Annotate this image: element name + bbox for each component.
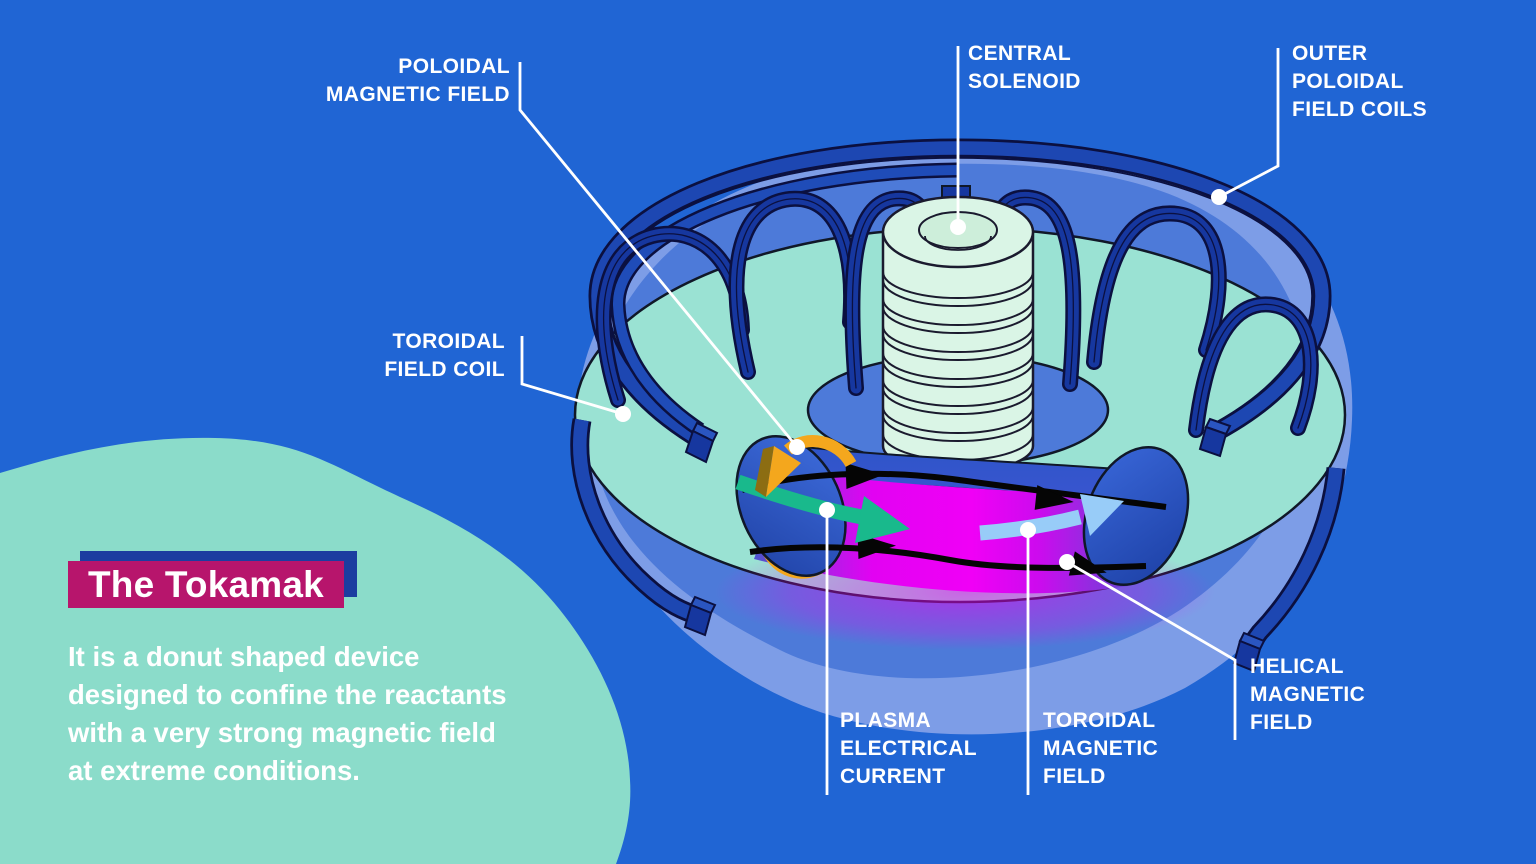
- central-solenoid: [881, 185, 1035, 474]
- label-line: CURRENT: [840, 765, 946, 788]
- description-text: It is a donut shaped device designed to …: [68, 638, 628, 790]
- label-line: TOROIDAL: [1043, 709, 1156, 732]
- label-line: FIELD COILS: [1292, 98, 1428, 121]
- description-line: It is a donut shaped device: [68, 641, 420, 672]
- corner-blob: [0, 437, 631, 864]
- callouts: [518, 46, 1280, 795]
- label-line: CENTRAL: [968, 42, 1072, 65]
- label-line: POLOIDAL: [398, 55, 510, 78]
- label-line: SOLENOID: [968, 70, 1081, 93]
- label-line: PLASMA: [840, 709, 932, 732]
- title-bar: The Tokamak: [68, 561, 344, 608]
- callout-dots: [615, 189, 1227, 570]
- toroidal-field-coil: [1188, 296, 1319, 438]
- label-toroidal-magnetic-field: TOROIDAL MAGNETIC FIELD: [1043, 707, 1158, 791]
- ring-end-caps: [683, 417, 1266, 673]
- label-line: HELICAL: [1250, 655, 1344, 678]
- label-poloidal-magnetic-field: POLOIDAL MAGNETIC FIELD: [300, 53, 510, 109]
- label-line: ELECTRICAL: [840, 737, 977, 760]
- callout-poloidal-magnetic-field: [518, 62, 799, 448]
- plasma-current-arrow: [735, 474, 910, 543]
- label-line: FIELD: [1043, 765, 1106, 788]
- label-outer-poloidal-field-coils: OUTER POLOIDAL FIELD COILS: [1292, 40, 1427, 124]
- label-line: MAGNETIC: [1250, 683, 1366, 706]
- description-line: designed to confine the reactants: [68, 679, 507, 710]
- outer-poloidal-ring-bottom-left: [570, 418, 702, 626]
- label-toroidal-field-coil: TOROIDAL FIELD COIL: [295, 328, 505, 384]
- label-plasma-electrical-current: PLASMA ELECTRICAL CURRENT: [840, 707, 977, 791]
- toroidal-field-coil: [1086, 205, 1227, 370]
- label-line: OUTER: [1292, 42, 1368, 65]
- description-line: with a very strong magnetic field: [68, 717, 496, 748]
- label-line: MAGNETIC: [1043, 737, 1159, 760]
- label-central-solenoid: CENTRAL SOLENOID: [968, 40, 1081, 96]
- description-line: at extreme conditions.: [68, 755, 360, 786]
- label-helical-magnetic-field: HELICAL MAGNETIC FIELD: [1250, 653, 1365, 737]
- callout-helical-magnetic-field: [1066, 560, 1237, 740]
- label-line: POLOIDAL: [1292, 70, 1404, 93]
- callout-outer-poloidal-field-coils: [1218, 48, 1280, 199]
- callout-toroidal-field-coil: [520, 336, 624, 416]
- label-line: MAGNETIC FIELD: [325, 83, 510, 106]
- label-line: TOROIDAL: [392, 330, 505, 353]
- label-line: FIELD: [1250, 711, 1313, 734]
- page-title: The Tokamak: [88, 563, 324, 605]
- label-line: FIELD COIL: [384, 358, 505, 381]
